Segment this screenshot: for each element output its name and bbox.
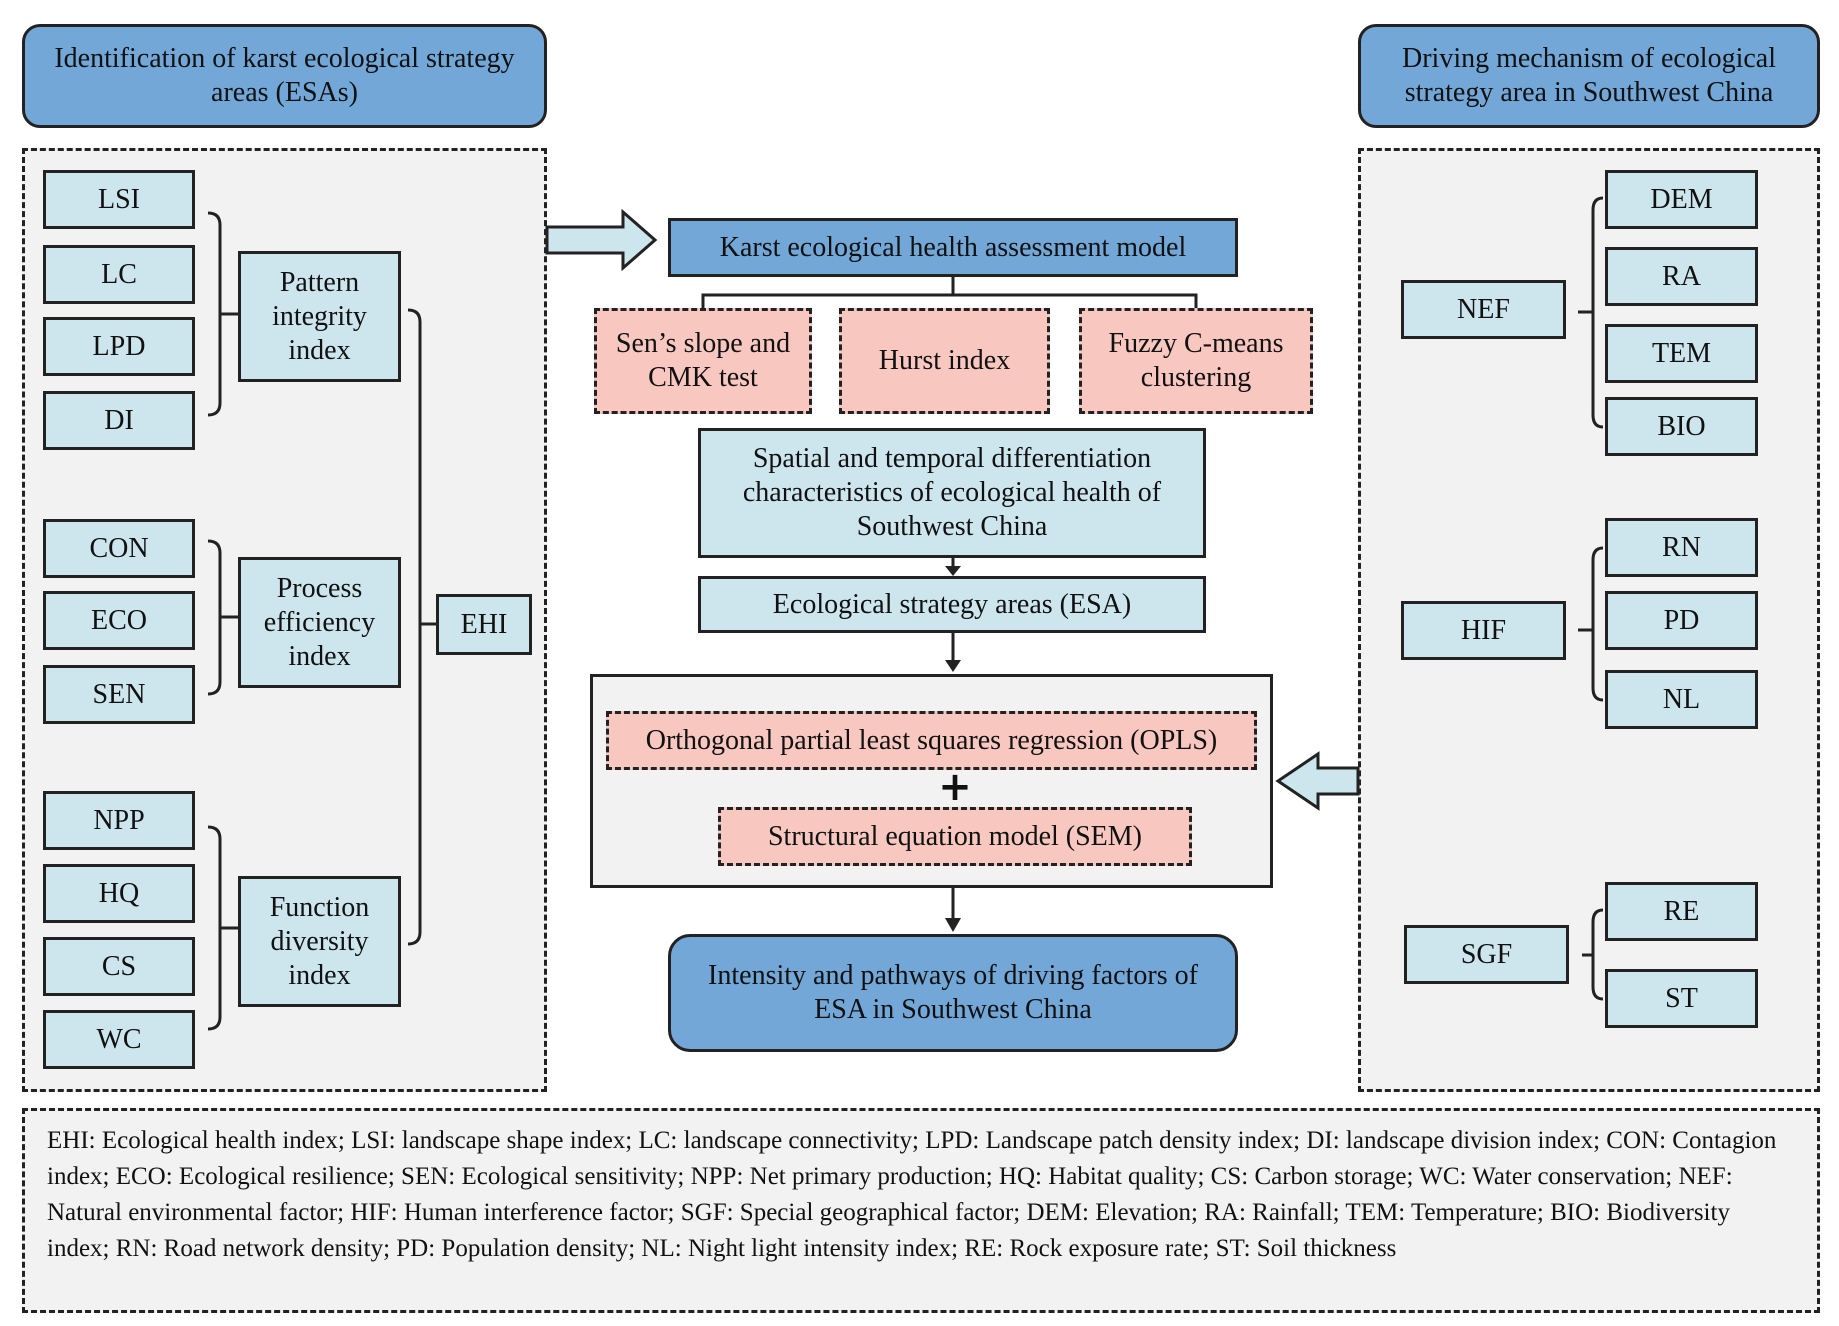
function-diversity-label: Function diversity index — [269, 891, 370, 991]
indicator-label: DI — [104, 404, 134, 436]
legend-box: EHI: Ecological health index; LSI: lands… — [22, 1108, 1820, 1313]
esa-box: Ecological strategy areas (ESA) — [698, 576, 1206, 633]
esa-label: Ecological strategy areas (ESA) — [772, 588, 1132, 620]
variable-label: ST — [1665, 982, 1698, 1014]
indicator-label: LPD — [92, 330, 146, 362]
legend-text: EHI: Ecological health index; LSI: lands… — [47, 1127, 1777, 1262]
indicator-wc: WC — [43, 1010, 195, 1069]
indicator-lc: LC — [43, 245, 195, 304]
opls-box: Orthogonal partial least squares regress… — [606, 711, 1257, 770]
variable-label: DEM — [1650, 183, 1713, 215]
block-arrow-left — [1275, 751, 1360, 811]
variable-tem: TEM — [1605, 324, 1758, 383]
indicator-eco: ECO — [43, 591, 195, 650]
variable-label: RN — [1662, 531, 1701, 563]
indicator-sen: SEN — [43, 665, 195, 724]
indicator-label: LC — [101, 258, 137, 290]
pattern-integrity-label: Pattern integrity index — [272, 266, 367, 366]
pattern-integrity-box: Pattern integrity index — [238, 251, 401, 382]
left-header-text: Identification of karst ecological strat… — [54, 43, 515, 108]
opls-label: Orthogonal partial least squares regress… — [645, 724, 1218, 756]
indicator-label: CS — [101, 950, 137, 982]
variable-re: RE — [1605, 882, 1758, 941]
factor-label: HIF — [1460, 614, 1507, 646]
indicator-label: NPP — [93, 804, 145, 836]
indicator-npp: NPP — [43, 791, 195, 850]
arrowhead-result — [945, 918, 961, 932]
sem-box: Structural equation model (SEM) — [718, 807, 1192, 866]
plus-sign: + — [925, 764, 985, 810]
indicator-label: WC — [96, 1023, 142, 1055]
process-efficiency-box: Process efficiency index — [238, 557, 401, 688]
indicator-con: CON — [43, 519, 195, 578]
spatial-temporal-box: Spatial and temporal differentiation cha… — [698, 428, 1206, 558]
result-label: Intensity and pathways of driving factor… — [708, 960, 1198, 1025]
ehi-label: EHI — [460, 608, 508, 640]
ehi-box: EHI — [436, 594, 532, 655]
right-header-text: Driving mechanism of ecological strategy… — [1402, 43, 1776, 108]
factor-sgf: SGF — [1404, 925, 1569, 984]
assessment-model-label: Karst ecological health assessment model — [719, 231, 1187, 263]
result-box: Intensity and pathways of driving factor… — [668, 934, 1238, 1052]
variable-label: RA — [1662, 260, 1701, 292]
process-efficiency-label: Process efficiency index — [263, 572, 376, 672]
indicator-lsi: LSI — [43, 170, 195, 229]
spatial-temporal-label: Spatial and temporal differentiation cha… — [742, 443, 1162, 542]
variable-rn: RN — [1605, 518, 1758, 577]
method-label: Sen’s slope and CMK test — [615, 328, 791, 393]
indicator-label: ECO — [91, 604, 147, 636]
plus-label: + — [938, 764, 972, 810]
method-fuzzy-c-means: Fuzzy C-means clustering — [1079, 308, 1313, 414]
variable-label: NL — [1662, 683, 1701, 715]
indicator-label: CON — [89, 532, 149, 564]
variable-label: TEM — [1651, 337, 1712, 369]
assessment-model-box: Karst ecological health assessment model — [668, 218, 1238, 277]
method-label: Fuzzy C-means clustering — [1108, 328, 1284, 393]
factor-hif: HIF — [1401, 601, 1566, 660]
factor-nef: NEF — [1401, 280, 1566, 339]
variable-st: ST — [1605, 969, 1758, 1028]
variable-ra: RA — [1605, 247, 1758, 306]
indicator-di: DI — [43, 391, 195, 450]
arrowhead-container — [945, 660, 961, 672]
sem-label: Structural equation model (SEM) — [767, 820, 1143, 852]
variable-pd: PD — [1605, 591, 1758, 650]
model-to-methods-connector — [701, 277, 1198, 308]
indicator-lpd: LPD — [43, 317, 195, 376]
method-label: Hurst index — [878, 345, 1011, 376]
variable-label: BIO — [1657, 410, 1706, 442]
left-header: Identification of karst ecological strat… — [22, 24, 547, 128]
factor-label: SGF — [1460, 938, 1513, 970]
variable-dem: DEM — [1605, 170, 1758, 229]
variable-nl: NL — [1605, 670, 1758, 729]
indicator-label: HQ — [98, 877, 140, 909]
method-sens-slope: Sen’s slope and CMK test — [594, 308, 812, 414]
indicator-label: SEN — [92, 678, 146, 710]
indicator-hq: HQ — [43, 864, 195, 923]
factor-label: NEF — [1457, 293, 1510, 325]
function-diversity-box: Function diversity index — [238, 876, 401, 1007]
variable-label: PD — [1663, 604, 1700, 636]
variable-bio: BIO — [1605, 397, 1758, 456]
arrowhead-esa — [945, 566, 961, 576]
indicator-label: LSI — [98, 183, 140, 215]
right-header: Driving mechanism of ecological strategy… — [1358, 24, 1820, 128]
indicator-cs: CS — [43, 937, 195, 996]
block-arrow-right — [545, 208, 658, 272]
variable-label: RE — [1663, 895, 1700, 927]
method-hurst-index: Hurst index — [839, 308, 1050, 414]
